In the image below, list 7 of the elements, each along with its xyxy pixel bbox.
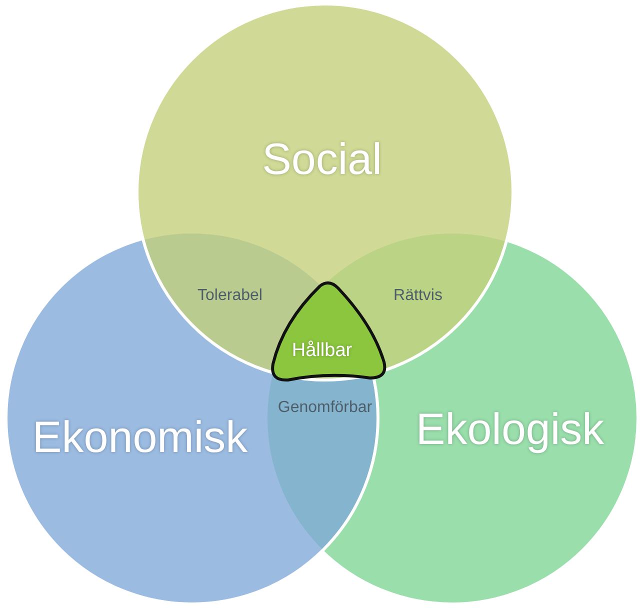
region-label: Tolerabel <box>198 287 262 305</box>
circle-label: Social <box>262 135 382 185</box>
region-label: Genomförbar <box>278 399 372 417</box>
circle-label: Ekologisk <box>416 405 604 455</box>
circle-label: Ekonomisk <box>32 413 248 463</box>
region-label: Rättvis <box>394 287 442 305</box>
center-label: Hållbar <box>292 340 352 362</box>
